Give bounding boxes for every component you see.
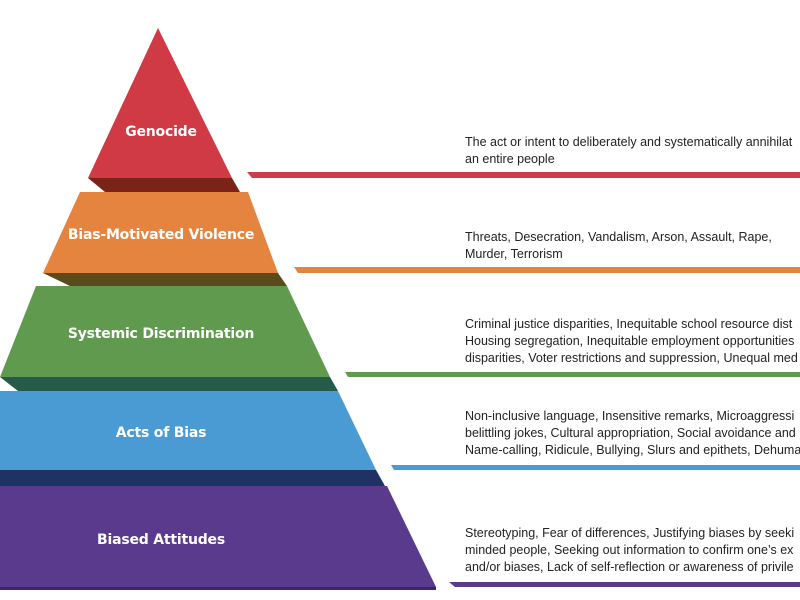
acts-of-bias-layer bbox=[0, 391, 376, 470]
violence-layer bbox=[43, 192, 278, 273]
discrimination-layer bbox=[0, 286, 330, 377]
level-label-genocide: Genocide bbox=[125, 124, 197, 140]
discrimination-divider-line bbox=[345, 372, 800, 377]
level-label-discrimination: Systemic Discrimination bbox=[67, 326, 255, 342]
level-label-violence: Bias-Motivated Violence bbox=[67, 227, 255, 243]
description-violence: Threats, Desecration, Vandalism, Arson, … bbox=[465, 230, 772, 261]
genocide-layer bbox=[88, 28, 232, 178]
genocide-divider-line bbox=[247, 172, 800, 178]
discrimination-shadow bbox=[0, 377, 338, 391]
description-biased-attitudes: Stereotyping, Fear of differences, Justi… bbox=[465, 526, 795, 574]
description-acts-of-bias: Non-inclusive language, Insensitive rema… bbox=[465, 409, 800, 457]
description-genocide: The act or intent to deliberately and sy… bbox=[465, 135, 793, 166]
violence-shadow bbox=[43, 273, 287, 286]
biased-attitudes-layer bbox=[0, 486, 436, 587]
description-discrimination: Criminal justice disparities, Inequitabl… bbox=[465, 317, 798, 365]
level-label-acts-of-bias: Acts of Bias bbox=[115, 425, 207, 441]
genocide-shadow bbox=[88, 178, 240, 192]
biased-attitudes-divider-line bbox=[449, 582, 800, 587]
level-label-biased-attitudes: Biased Attitudes bbox=[97, 532, 225, 548]
biased-attitudes-shadow bbox=[0, 587, 436, 590]
acts-of-bias-shadow bbox=[0, 470, 385, 486]
violence-divider-line bbox=[294, 267, 800, 273]
acts-of-bias-divider-line bbox=[391, 465, 800, 470]
